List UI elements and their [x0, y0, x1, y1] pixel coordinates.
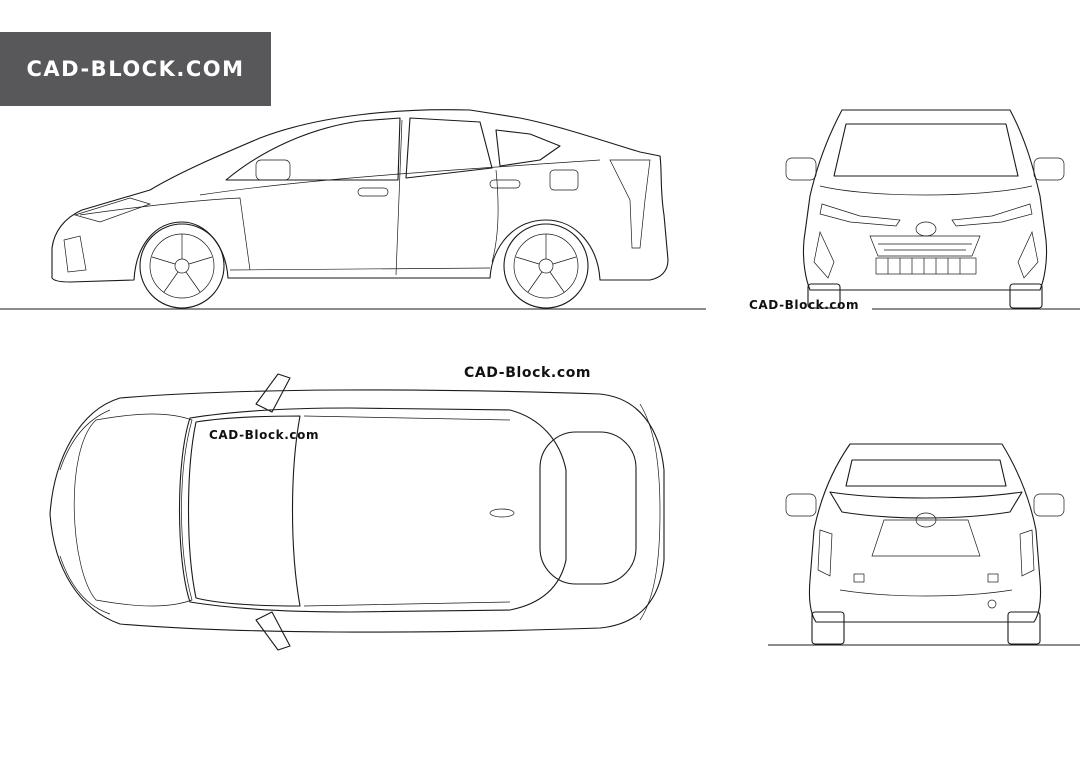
front-left-headlamp	[819, 203, 901, 227]
top-rear-window	[539, 431, 637, 585]
side-rear-door-edge	[491, 169, 499, 263]
rear-bumper-line	[839, 589, 1013, 597]
rear-right-reflector	[987, 573, 999, 583]
side-beltline	[199, 159, 601, 196]
car-rear-view	[768, 443, 1080, 646]
rear-right-tire	[1007, 611, 1041, 645]
top-right-mirror	[255, 611, 291, 651]
top-roof-rails	[303, 415, 511, 607]
front-left-mirror	[785, 157, 817, 181]
front-windshield	[833, 123, 1019, 177]
watermark-label-front: CAD-Block.com	[749, 298, 860, 312]
top-shark-fin-antenna	[489, 508, 515, 518]
front-right-fog-lamp	[1017, 230, 1039, 279]
front-hood-line	[819, 185, 1033, 196]
side-rear-window	[405, 117, 493, 179]
rear-left-tire	[811, 611, 845, 645]
front-lower-grille	[875, 257, 977, 275]
side-front-wheel	[139, 223, 225, 309]
top-front-bumper-lines	[59, 409, 111, 615]
side-mirror	[255, 159, 291, 181]
top-left-mirror	[255, 373, 291, 413]
side-front-window	[225, 117, 401, 181]
site-logo-text: CAD-BLOCK.COM	[26, 57, 245, 81]
top-windshield	[187, 415, 301, 607]
side-headlamp	[73, 197, 152, 223]
side-front-handle	[357, 187, 389, 197]
side-rocker	[229, 267, 491, 271]
side-front-door-edge	[79, 197, 251, 271]
rear-left-mirror	[785, 493, 817, 517]
top-body-outline	[49, 389, 665, 633]
side-tail-lamp	[609, 159, 651, 249]
rear-license-plate-area	[871, 519, 981, 557]
top-rear-bumper-line	[639, 403, 661, 621]
front-left-tire	[807, 283, 841, 309]
side-body-outline	[51, 109, 669, 283]
front-upper-grille	[869, 235, 981, 257]
side-quarter-window	[495, 129, 561, 167]
watermark-label-plan: CAD-Block.com	[209, 428, 320, 442]
rear-body-outline	[808, 443, 1042, 623]
toyota-logo-rear	[915, 512, 937, 528]
rear-tow-hook-cover	[987, 599, 997, 609]
front-lower-grille-bars	[887, 258, 961, 274]
rear-window	[845, 459, 1007, 487]
side-rear-handle	[489, 179, 521, 189]
rear-right-tail-lamp	[1019, 529, 1035, 577]
car-side-view	[0, 109, 706, 310]
rear-left-reflector	[853, 573, 865, 583]
side-fog-lamp	[63, 235, 87, 273]
side-rear-wheel	[503, 223, 589, 309]
front-grille-pattern	[878, 243, 972, 251]
watermark-label-top: CAD-Block.com	[464, 365, 592, 381]
front-left-fog-lamp	[813, 230, 835, 279]
side-charge-port	[549, 169, 579, 191]
site-logo-badge: CAD-BLOCK.COM	[0, 32, 271, 106]
car-front-view	[785, 109, 1080, 310]
front-right-tire	[1009, 283, 1043, 309]
front-right-mirror	[1033, 157, 1065, 181]
rear-light-bar	[829, 491, 1023, 519]
rear-left-tail-lamp	[817, 529, 833, 577]
front-body-outline	[802, 109, 1048, 291]
toyota-logo-front	[915, 221, 937, 237]
front-right-headlamp	[951, 203, 1033, 227]
car-top-view	[49, 373, 665, 651]
top-hood	[73, 413, 193, 607]
rear-right-mirror	[1033, 493, 1065, 517]
top-cabin	[178, 407, 567, 613]
side-b-pillar	[395, 119, 403, 276]
